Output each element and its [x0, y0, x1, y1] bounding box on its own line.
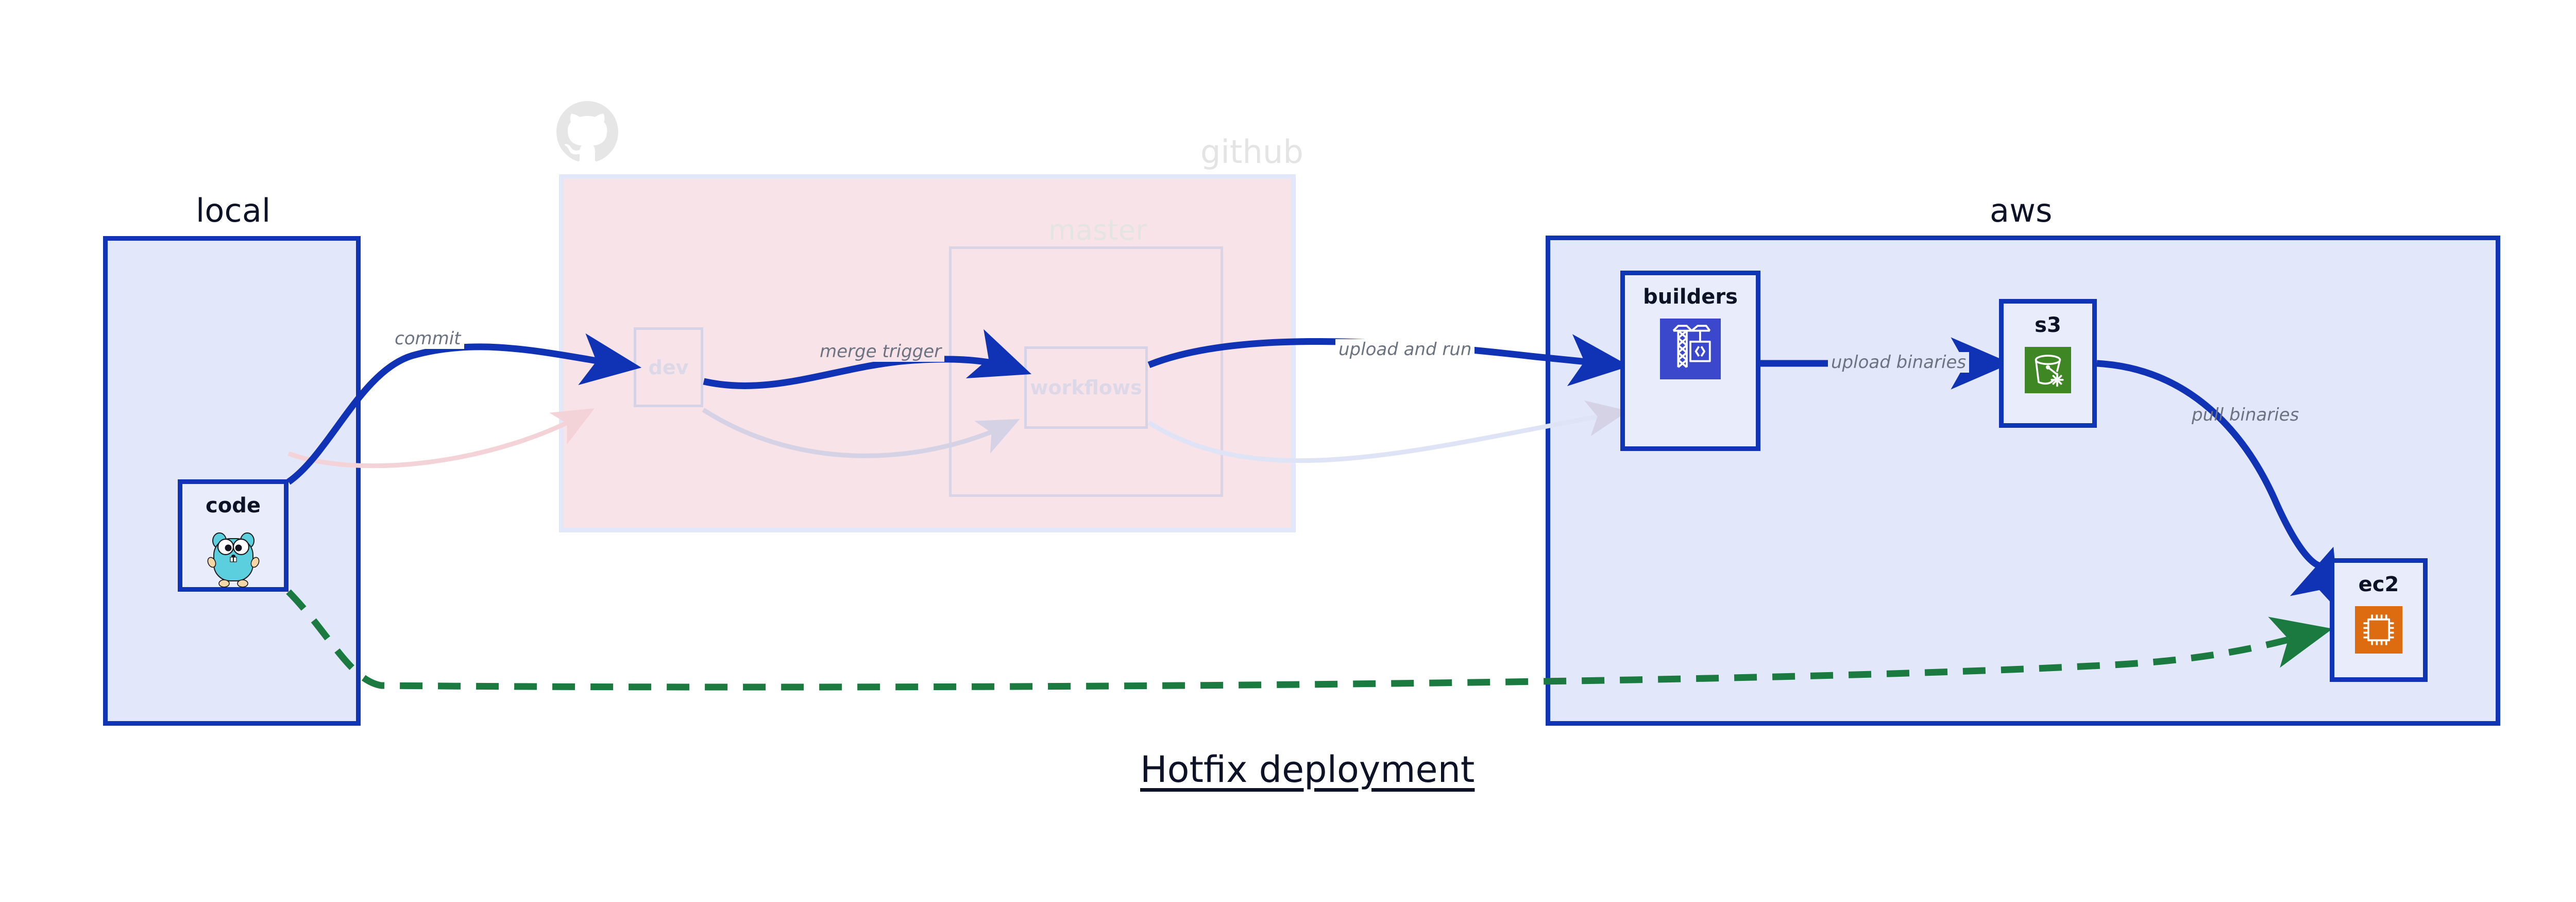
node-s3[interactable]: s3: [1999, 299, 2097, 428]
node-ec2[interactable]: ec2: [2330, 558, 2428, 682]
node-workflows[interactable]: workflows: [1024, 346, 1148, 429]
go-gopher-icon: [206, 527, 261, 590]
edge-label-merge-trigger: merge trigger: [817, 341, 945, 362]
group-label-local: local: [196, 192, 271, 229]
node-code[interactable]: code: [178, 479, 289, 592]
node-label-code: code: [206, 494, 261, 517]
group-label-github: github: [1200, 133, 1304, 171]
node-label-builders: builders: [1643, 285, 1738, 309]
aws-crane-icon: [1660, 319, 1721, 381]
edge-label-upload-binaries: upload binaries: [1828, 352, 1970, 373]
node-label-workflows: workflows: [1030, 376, 1142, 399]
s3-bucket-icon: [2025, 347, 2071, 395]
node-label-ec2: ec2: [2358, 573, 2399, 596]
edge-label-pull-binaries: pull binaries: [2192, 405, 2299, 425]
subgroup-label-master: master: [1048, 214, 1147, 246]
group-label-aws: aws: [1990, 192, 2053, 229]
edge-label-commit: commit: [392, 328, 464, 349]
node-label-dev: dev: [648, 356, 689, 379]
node-label-s3: s3: [2035, 313, 2061, 337]
diagram-title: Hotfix deployment: [1140, 748, 1475, 791]
github-octocat-icon: [556, 101, 618, 163]
ec2-chip-icon: [2355, 606, 2402, 656]
node-builders[interactable]: builders: [1620, 271, 1760, 451]
edge-label-upload-and-run: upload and run: [1335, 339, 1475, 360]
